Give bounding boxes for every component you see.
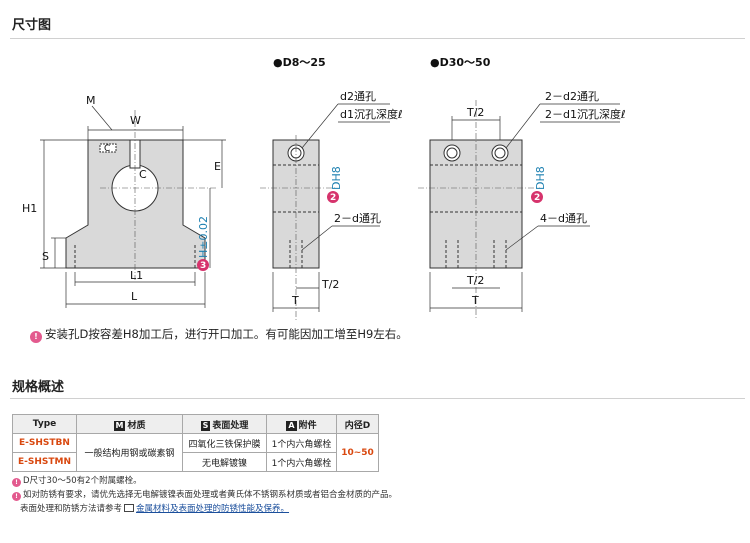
svg-text:2: 2 — [534, 193, 540, 203]
svg-text:DH8: DH8 — [330, 166, 343, 190]
svg-text:T: T — [471, 294, 479, 307]
machining-note: !安装孔D按容差H8加工后，进行开口加工。有可能因加工增至H9左右。 — [30, 326, 408, 343]
header-inner-d: 内径D — [336, 414, 379, 434]
svg-text:2－d2通孔: 2－d2通孔 — [545, 90, 599, 103]
svg-text:E: E — [214, 160, 221, 173]
svg-text:3: 3 — [200, 261, 206, 271]
accessory-cell: 1个内六角螺栓 — [266, 433, 337, 453]
group-large-label: ●D30～50 — [430, 56, 491, 69]
type-cell[interactable]: E-SHSTMN — [12, 452, 77, 472]
svg-text:T/2: T/2 — [466, 274, 484, 287]
material-cell: 一般结构用钢或碳素钢 — [76, 433, 183, 472]
footnote-1: !D尺寸30～50有2个附属螺栓。 — [12, 474, 142, 487]
book-icon — [124, 504, 135, 512]
section-divider-2 — [10, 398, 745, 399]
tip-icon: ! — [12, 478, 21, 487]
svg-text:S: S — [42, 250, 49, 263]
svg-text:M: M — [86, 94, 96, 107]
table-row: E-SHSTBN 一般结构用钢或碳素钢 四氧化三铁保护膜 1个内六角螺栓 10~… — [12, 433, 379, 472]
footnote-2: !如对防锈有要求，请优先选择无电解镀镍表面处理或者黄氏体不锈钢系材质或者铝合金材… — [12, 488, 397, 501]
table-row: E-SHSTMN 无电解镀镍 1个内六角螺栓 — [12, 452, 379, 472]
svg-text:d1沉孔深度ℓ: d1沉孔深度ℓ — [340, 107, 403, 121]
header-type: Type — [12, 414, 77, 434]
svg-text:2: 2 — [330, 193, 336, 203]
svg-text:H±0.02: H±0.02 — [197, 216, 210, 258]
dimensions-section-title: 尺寸图 — [12, 18, 52, 33]
dimension-drawing: ●D8～25 ●D30～50 C M W C H1 S E 3 H±0.02 L… — [22, 56, 626, 320]
svg-text:2－d通孔: 2－d通孔 — [334, 212, 381, 225]
footnote-3: 表面处理和防锈方法请参考金属材料及表面处理的防锈性能及保养。 — [20, 504, 290, 514]
svg-text:4－d通孔: 4－d通孔 — [540, 212, 587, 225]
surface-cell: 四氧化三铁保护膜 — [182, 433, 267, 453]
svg-text:T: T — [291, 294, 299, 307]
spec-section-title: 规格概述 — [12, 380, 65, 395]
type-cell[interactable]: E-SHSTBN — [12, 433, 77, 453]
surface-cell: 无电解镀镍 — [182, 452, 267, 472]
svg-text:T/2: T/2 — [321, 278, 339, 291]
svg-text:H1: H1 — [22, 202, 37, 215]
svg-text:2－d1沉孔深度ℓ: 2－d1沉孔深度ℓ — [545, 107, 626, 121]
section-divider — [10, 38, 745, 39]
tip-icon: ! — [30, 331, 42, 343]
svg-text:L: L — [131, 290, 138, 303]
accessory-cell: 1个内六角螺栓 — [266, 452, 337, 472]
h-tol-badge — [197, 259, 209, 271]
rust-guide-link[interactable]: 金属材料及表面处理的防锈性能及保养。 — [136, 504, 290, 514]
svg-text:T/2: T/2 — [466, 106, 484, 119]
svg-text:C: C — [139, 168, 147, 181]
svg-text:d2通孔: d2通孔 — [340, 90, 376, 103]
machining-note-text: 安装孔D按容差H8加工后，进行开口加工。有可能因加工增至H9左右。 — [45, 327, 408, 341]
inner-d-cell: 10~50 — [336, 433, 379, 472]
svg-text:L1: L1 — [130, 269, 143, 282]
svg-text:W: W — [130, 114, 141, 127]
svg-text:C: C — [104, 144, 110, 154]
svg-text:DH8: DH8 — [534, 166, 547, 190]
group-small-label: ●D8～25 — [273, 56, 326, 69]
tip-icon: ! — [12, 492, 21, 501]
